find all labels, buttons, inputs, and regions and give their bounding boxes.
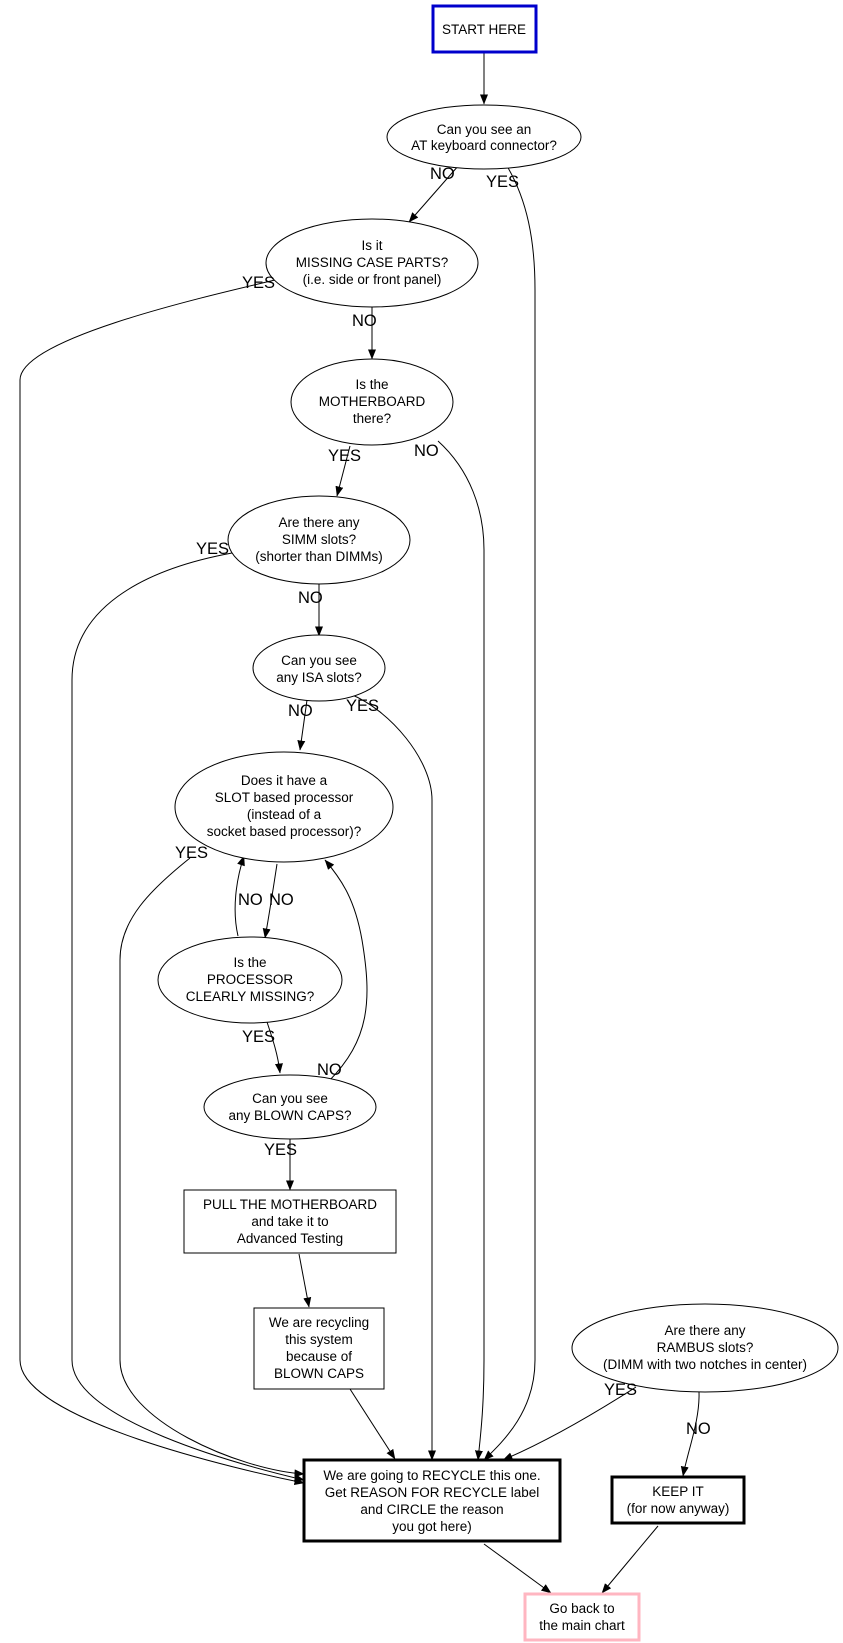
edge-label-at-keyboard-no: NO bbox=[430, 165, 455, 183]
edge-label-missing-case-no: NO bbox=[352, 312, 377, 330]
node-back-line-2: the main chart bbox=[539, 1618, 625, 1633]
edge-label-simm-yes: YES bbox=[196, 540, 229, 558]
node-recycling-caps: We are recycling this system because of … bbox=[253, 1307, 385, 1390]
node-recycle: We are going to RECYCLE this one. Get RE… bbox=[302, 1458, 562, 1543]
edge-label-isa-yes: YES bbox=[346, 697, 379, 715]
edge-recycling-caps-to-recycle bbox=[349, 1388, 396, 1460]
node-isa: Can you see any ISA slots? bbox=[252, 634, 386, 702]
edge-missing-case-yes-to-recycle bbox=[19, 279, 305, 1486]
edge-motherboard-no-to-recycle bbox=[437, 440, 485, 1461]
node-back-line-1: Go back to bbox=[549, 1601, 614, 1616]
node-motherboard-line-1: Is the bbox=[355, 377, 388, 392]
edge-isa-yes-to-recycle bbox=[349, 693, 436, 1461]
node-slot-processor: Does it have a SLOT based processor (ins… bbox=[174, 751, 394, 863]
node-slot-processor-line-4: socket based processor)? bbox=[207, 824, 362, 839]
node-blown-caps-line-2: any BLOWN CAPS? bbox=[228, 1108, 351, 1123]
node-recycling-caps-line-2: this system bbox=[285, 1332, 353, 1347]
edge-motherboard-yes-to-simm bbox=[335, 445, 351, 497]
node-blown-caps: Can you see any BLOWN CAPS? bbox=[203, 1074, 377, 1140]
node-pull-motherboard-line-1: PULL THE MOTHERBOARD bbox=[203, 1197, 377, 1212]
edge-processor-missing-yes-to-blown-caps bbox=[266, 1021, 283, 1074]
node-keep: KEEP IT (for now anyway) bbox=[610, 1475, 746, 1525]
node-isa-line-2: any ISA slots? bbox=[276, 670, 362, 685]
node-pull-motherboard: PULL THE MOTHERBOARD and take it to Adva… bbox=[183, 1189, 397, 1254]
node-motherboard-line-2: MOTHERBOARD bbox=[319, 394, 426, 409]
node-slot-processor-line-2: SLOT based processor bbox=[215, 790, 354, 805]
node-processor-missing-line-3: CLEARLY MISSING? bbox=[186, 989, 315, 1004]
node-rambus-line-3: (DIMM with two notches in center) bbox=[603, 1357, 807, 1372]
edges bbox=[19, 52, 700, 1594]
edge-slot-no-to-processor-missing bbox=[262, 863, 278, 939]
edge-label-blown-caps-yes: YES bbox=[264, 1141, 297, 1159]
edge-keep-to-back bbox=[601, 1525, 659, 1594]
node-rambus-line-2: RAMBUS slots? bbox=[657, 1340, 754, 1355]
node-at-keyboard-line-1: Can you see an bbox=[437, 122, 532, 137]
edge-at-keyboard-no-to-missing-case bbox=[408, 164, 460, 223]
edge-processor-missing-no-to-slot bbox=[234, 855, 245, 937]
node-recycle-line-3: and CIRCLE the reason bbox=[360, 1502, 503, 1517]
edge-slot-yes-to-recycle bbox=[119, 857, 305, 1478]
edge-label-processor-missing-no: NO bbox=[238, 891, 263, 909]
edge-label-isa-no: NO bbox=[288, 702, 313, 720]
node-pull-motherboard-line-2: and take it to bbox=[251, 1214, 328, 1229]
edge-recycle-to-back bbox=[483, 1543, 552, 1594]
edge-rambus-yes-to-recycle bbox=[502, 1386, 637, 1461]
node-processor-missing-line-2: PROCESSOR bbox=[207, 972, 294, 987]
node-simm: Are there any SIMM slots? (shorter than … bbox=[227, 495, 411, 585]
node-start: START HERE bbox=[431, 4, 538, 54]
edge-label-at-keyboard-yes: YES bbox=[486, 173, 519, 191]
node-slot-processor-line-1: Does it have a bbox=[241, 773, 328, 788]
node-back: Go back to the main chart bbox=[523, 1592, 641, 1642]
node-missing-case-line-1: Is it bbox=[361, 238, 382, 253]
edge-rambus-no-to-keep bbox=[680, 1391, 700, 1477]
node-recycle-line-4: you got here) bbox=[392, 1519, 472, 1534]
edge-isa-no-to-slot bbox=[297, 699, 308, 751]
node-rambus: Are there any RAMBUS slots? (DIMM with t… bbox=[571, 1303, 839, 1393]
node-simm-line-3: (shorter than DIMMs) bbox=[255, 549, 383, 564]
node-simm-line-1: Are there any bbox=[278, 515, 359, 530]
edge-label-rambus-yes: YES bbox=[604, 1381, 637, 1399]
node-slot-processor-line-3: (instead of a bbox=[247, 807, 322, 822]
node-motherboard: Is the MOTHERBOARD there? bbox=[290, 358, 454, 446]
edge-label-motherboard-no: NO bbox=[414, 442, 439, 460]
node-processor-missing: Is the PROCESSOR CLEARLY MISSING? bbox=[157, 936, 343, 1024]
node-missing-case: Is it MISSING CASE PARTS? (i.e. side or … bbox=[265, 218, 479, 308]
edge-labels: NO YES YES NO YES NO YES NO NO YES YES N… bbox=[175, 165, 711, 1438]
node-recycle-line-2: Get REASON FOR RECYCLE label bbox=[325, 1485, 540, 1500]
node-missing-case-line-3: (i.e. side or front panel) bbox=[303, 272, 442, 287]
edge-label-motherboard-yes: YES bbox=[328, 447, 361, 465]
node-keep-line-2: (for now anyway) bbox=[627, 1501, 730, 1516]
edge-label-slot-yes: YES bbox=[175, 844, 208, 862]
node-recycling-caps-line-4: BLOWN CAPS bbox=[274, 1366, 364, 1381]
node-pull-motherboard-line-3: Advanced Testing bbox=[237, 1231, 343, 1246]
edge-label-simm-no: NO bbox=[298, 589, 323, 607]
node-start-label: START HERE bbox=[442, 22, 526, 37]
node-keep-line-1: KEEP IT bbox=[652, 1484, 704, 1499]
node-recycling-caps-line-1: We are recycling bbox=[269, 1315, 369, 1330]
edge-label-slot-no: NO bbox=[269, 891, 294, 909]
node-isa-line-1: Can you see bbox=[281, 653, 357, 668]
node-at-keyboard-line-2: AT keyboard connector? bbox=[411, 138, 557, 153]
edge-label-rambus-no: NO bbox=[686, 1420, 711, 1438]
edge-blown-caps-no-to-slot bbox=[324, 859, 368, 1083]
node-recycle-line-1: We are going to RECYCLE this one. bbox=[323, 1468, 540, 1483]
node-processor-missing-line-1: Is the bbox=[233, 955, 266, 970]
edge-label-processor-missing-yes: YES bbox=[242, 1028, 275, 1046]
node-blown-caps-line-1: Can you see bbox=[252, 1091, 328, 1106]
node-at-keyboard: Can you see an AT keyboard connector? bbox=[386, 104, 582, 170]
edge-pull-to-recycling-caps bbox=[298, 1253, 312, 1308]
node-recycling-caps-line-3: because of bbox=[286, 1349, 352, 1364]
edge-label-blown-caps-no: NO bbox=[317, 1061, 342, 1079]
node-simm-line-2: SIMM slots? bbox=[282, 532, 356, 547]
node-missing-case-line-2: MISSING CASE PARTS? bbox=[296, 255, 449, 270]
node-rambus-line-1: Are there any bbox=[664, 1323, 745, 1338]
node-motherboard-line-3: there? bbox=[353, 411, 391, 426]
edge-label-missing-case-yes: YES bbox=[242, 274, 275, 292]
edge-simm-yes-to-recycle bbox=[71, 552, 305, 1482]
edge-at-keyboard-yes-to-recycle bbox=[483, 165, 536, 1461]
